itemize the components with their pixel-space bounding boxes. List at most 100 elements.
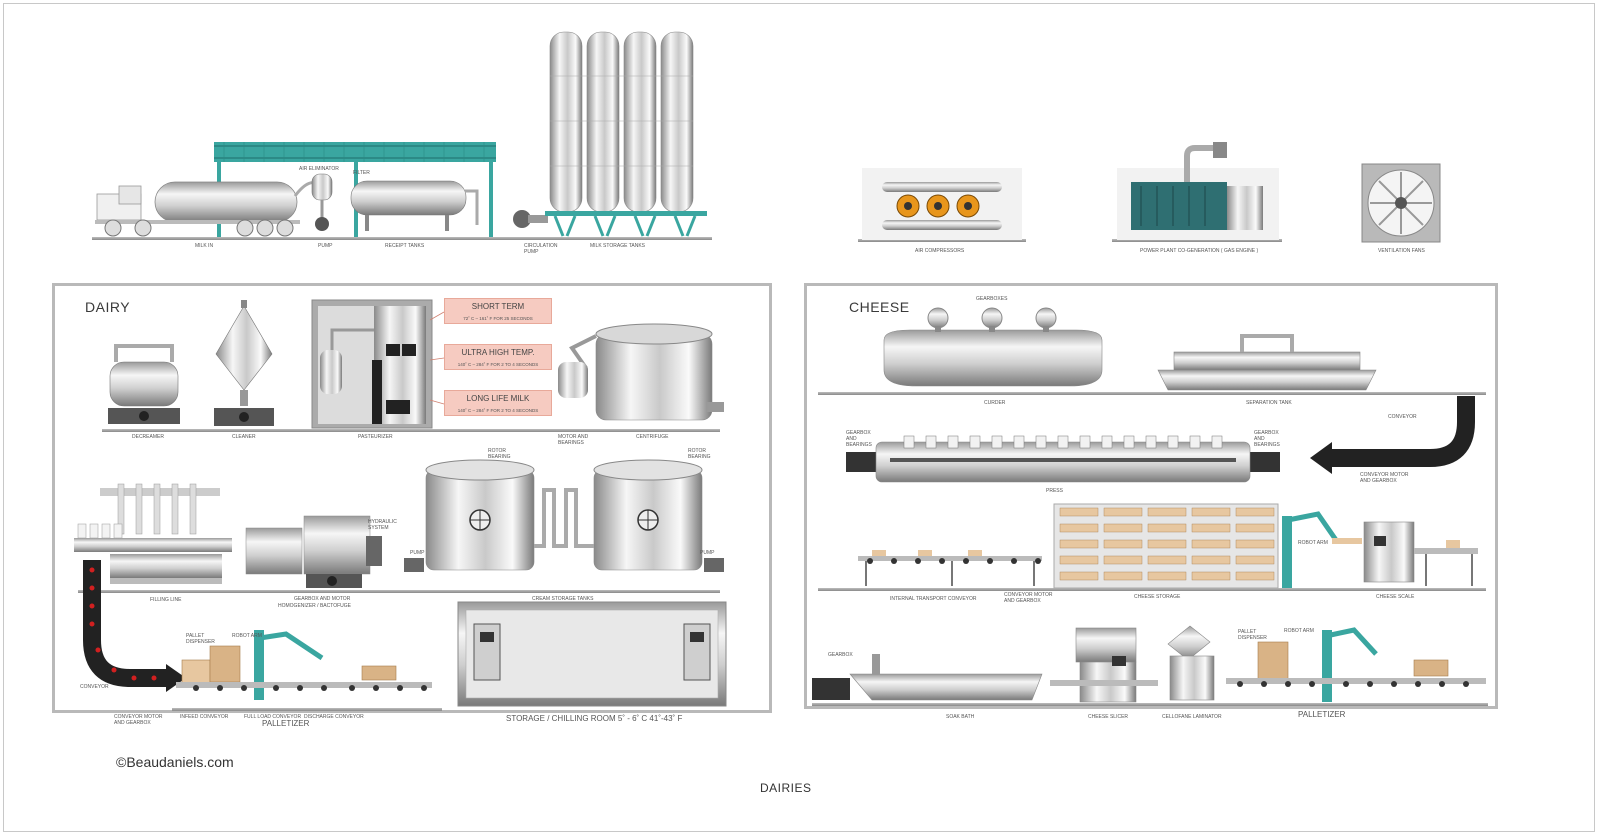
pasteurizer-icon [311,299,433,429]
temp-pointer-lines [429,311,445,405]
power-plant-gas-engine-icon [1117,142,1279,240]
milk-storage-silos-icon [545,31,707,237]
soak-bath-icon [812,654,1043,701]
label-cream-storage: CREAM STORAGE TANKS [532,596,594,602]
dairy-shelf-3 [172,708,442,711]
milk-tanker-truck-icon [95,181,322,237]
label-centrifuge: CENTRIFUGE [636,434,669,440]
label-gearbox-bearings-left: GEARBOX AND BEARINGS [846,430,872,448]
label-cellofane-laminator: CELLOFANE LAMINATOR [1162,714,1222,720]
cheese-shelf-3 [818,588,1486,591]
diagram-title: DAIRIES [760,781,812,795]
label-cheese-slicer: CHEESE SLICER [1088,714,1129,720]
top-shelf-compressors [858,239,1026,242]
press-icon [846,435,1280,483]
label-power-plant: POWER PLANT CO-GENERATION ( GAS ENGINE ) [1140,248,1259,254]
air-compressors-icon [862,168,1022,240]
palletizer-cheese-icon [1226,627,1486,702]
conveyor-curve-icon [83,560,186,692]
label-conveyor-motor: CONVEYOR MOTOR AND GEARBOX [114,714,163,726]
curder-icon [883,307,1103,387]
label-rotor-bearing-2: ROTOR BEARING [688,448,711,460]
storage-chilling-room-icon [457,601,727,707]
label-pump-left: PUMP [410,550,425,556]
label-robot-arm: ROBOT ARM [232,633,262,639]
label-palletizer: PALLETIZER [262,719,310,728]
cellofane-laminator-icon [1167,625,1215,701]
label-pump: PUMP [318,243,333,249]
label-cheese-conveyor-motor: CONVEYOR MOTOR AND GEARBOX [1360,472,1409,484]
label-cheese-conveyor: CONVEYOR [1388,414,1417,420]
cheese-shelf-4 [812,703,1488,706]
temp-detail: 140˚ C – 284˚ F FOR 2 TO 4 SECONDS [457,362,539,367]
cheese-panel-title: CHEESE [849,299,910,315]
label-air-eliminator: AIR ELIMINATOR [299,166,339,172]
label-discharge-conveyor: DISCHARGE CONVEYOR [304,714,364,720]
temp-title: ULTRA HIGH TEMP. [461,348,535,357]
temp-detail: 140˚ C – 284˚ F FOR 2 TO 4 SECONDS [457,408,539,413]
cheese-scale-icon [1363,521,1478,586]
label-filling-line: FILLING LINE [150,597,182,603]
label-cheese-storage: CHEESE STORAGE [1134,594,1181,600]
decreamer-icon [108,344,180,424]
label-air-compressors: AIR COMPRESSORS [915,248,965,254]
temp-box-ultra-high: ULTRA HIGH TEMP. 140˚ C – 284˚ F FOR 2 T… [444,344,552,370]
label-pump-right: PUMP [700,550,715,556]
label-separation-tank: SEPARATION TANK [1246,400,1292,406]
air-eliminator-icon [311,173,333,231]
label-gearboxes: GEARBOXES [976,296,1008,302]
cheese-slicer-icon [1050,627,1158,703]
label-gearbox: GEARBOX [828,652,853,658]
image-frame [3,3,1595,832]
label-conveyor-motor-2: CONVEYOR MOTOR AND GEARBOX [1004,592,1053,604]
homogenizer-icon [245,515,382,588]
label-decreamer: DECREAMER [132,434,164,440]
label-conveyor: CONVEYOR [80,684,109,690]
label-receipt-tanks: RECEIPT TANKS [385,243,425,249]
label-infeed-conveyor: INFEED CONVEYOR [180,714,229,720]
label-press: PRESS [1046,488,1063,494]
label-ventilation-fans: VENTILATION FANS [1378,248,1425,254]
ventilation-fan-icon [1361,163,1441,243]
label-cheese-pallet-dispenser: PALLET DISPENSER [1238,629,1267,641]
label-cheese-robot-arm: ROBOT ARM [1298,540,1328,546]
label-internal-transport: INTERNAL TRANSPORT CONVEYOR [890,596,977,602]
circulation-pump-icon [513,210,548,228]
label-storage-room: STORAGE / CHILLING ROOM 5˚ - 6˚ C 41˚-43… [506,714,683,723]
dairy-shelf-1 [102,429,720,432]
dairy-panel-title: DAIRY [85,299,131,315]
separation-tank-icon [1157,334,1377,391]
label-full-load-conveyor: FULL LOAD CONVEYOR [244,714,302,720]
label-gearbox-motor: GEARBOX AND MOTOR [294,596,351,602]
temp-box-long-life: LONG LIFE MILK 140˚ C – 284˚ F FOR 2 TO … [444,390,552,416]
label-cleaner: CLEANER [232,434,256,440]
receipt-tanks-icon [350,180,479,231]
cleaner-icon [214,300,274,426]
temp-box-short-term: SHORT TERM 72˚ C – 161˚ F FOR 25 SECONDS [444,298,552,324]
label-motor-bearings: MOTOR AND BEARINGS [558,434,589,446]
temp-title: LONG LIFE MILK [466,394,530,403]
cheese-shelf-1 [818,392,1486,395]
label-circulation-pump: CIRCULATION PUMP [524,243,558,255]
label-soak-bath: SOAK BATH [946,714,975,720]
label-cheese-robot-arm-2: ROBOT ARM [1284,628,1314,634]
label-pallet-dispenser: PALLET DISPENSER [186,633,215,645]
label-gearbox-bearings-right: GEARBOX AND BEARINGS [1254,430,1280,448]
label-rotor-bearing-1: ROTOR BEARING [488,448,511,460]
top-shelf-left [92,237,712,240]
label-milk-storage-tanks: MILK STORAGE TANKS [590,243,646,249]
cheese-robot-arm-icon [1282,511,1362,588]
palletizer-dairy-icon [176,630,432,700]
top-shelf-power-plant [1112,239,1282,242]
dairy-shelf-2 [78,590,720,593]
cream-storage-tanks-icon [404,459,724,572]
label-cheese-palletizer: PALLETIZER [1298,710,1346,719]
label-curder: CURDER [984,400,1006,406]
label-cheese-scale: CHEESE SCALE [1376,594,1415,600]
temp-detail: 72˚ C – 161˚ F FOR 25 SECONDS [463,316,533,321]
temp-title: SHORT TERM [471,302,525,311]
centrifuge-icon [558,323,724,421]
label-pasteurizer: PASTEURIZER [358,434,393,440]
label-homogenizer: HOMOGENIZER / BACTOFUGE [278,603,351,609]
filling-line-icon [74,483,232,584]
